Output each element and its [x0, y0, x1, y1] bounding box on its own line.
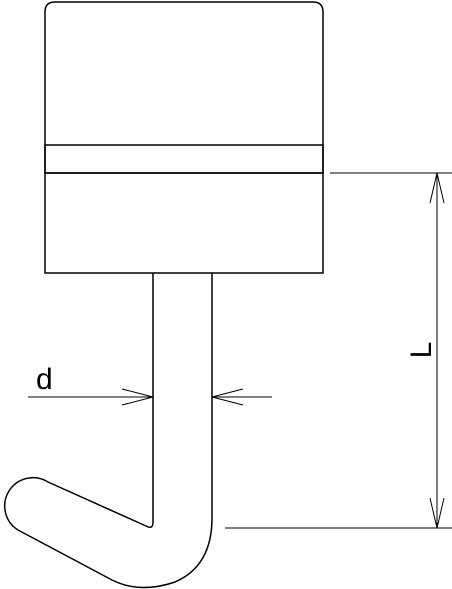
head-band	[44, 144, 324, 174]
diameter-dimension	[28, 388, 272, 406]
hook-shaft	[3, 273, 213, 589]
head-base	[44, 172, 324, 274]
diameter-left-arrow	[121, 388, 154, 406]
length-top-arrow	[429, 172, 445, 204]
length-dimension	[225, 172, 452, 529]
length-label: L	[405, 342, 438, 359]
length-bottom-arrow	[429, 497, 445, 529]
hook-head	[44, 1, 324, 274]
diameter-label: d	[36, 363, 53, 396]
diameter-right-arrow	[211, 388, 244, 406]
head-cap	[44, 1, 324, 173]
